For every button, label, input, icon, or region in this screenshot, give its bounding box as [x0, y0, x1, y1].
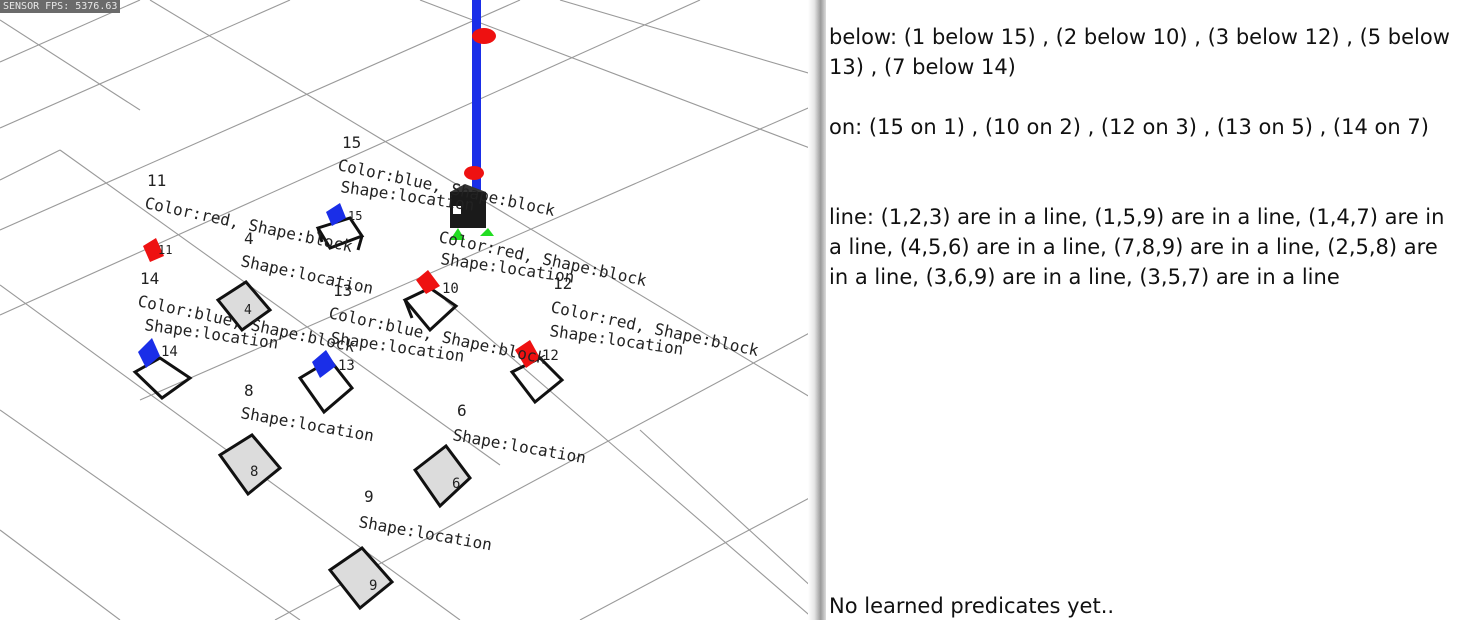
tag-8: 8 — [250, 464, 258, 480]
tag-11: 11 — [158, 243, 172, 257]
tag-10: 10 — [442, 281, 459, 297]
simulation-viewport[interactable]: 15 Color:blue, Shape:block Shape:locatio… — [0, 0, 815, 620]
label-title-4: 4 — [244, 229, 254, 248]
location-frames — [132, 216, 565, 611]
line-predicates: line: (1,2,3) are in a line, (1,5,9) are… — [829, 205, 1445, 289]
label-shape-8: Shape:location — [239, 403, 375, 445]
blocks — [138, 203, 540, 378]
label-shape-6: Shape:location — [451, 425, 587, 467]
tag-14: 14 — [161, 344, 178, 360]
label-title-11: 11 — [147, 171, 166, 190]
robot-arm[interactable] — [450, 0, 496, 240]
label-title-15: 15 — [342, 133, 361, 152]
tag-6: 6 — [452, 476, 460, 492]
learned-predicates-status: No learned predicates yet.. — [829, 594, 1115, 618]
label-title-12: 12 — [553, 274, 572, 293]
label-title-14: 14 — [140, 269, 159, 288]
on-predicates: on: (15 on 1) , (10 on 2) , (12 on 3) , … — [829, 115, 1429, 139]
below-predicates: below: (1 below 15) , (2 below 10) , (3 … — [829, 25, 1450, 79]
label-shape-9: Shape:location — [357, 512, 493, 554]
tag-9: 9 — [369, 578, 377, 594]
label-shape-4: Shape:location — [239, 251, 375, 298]
scene-canvas: 15 Color:blue, Shape:block Shape:locatio… — [0, 0, 815, 620]
tag-12: 12 — [542, 348, 559, 364]
label-title-6: 6 — [457, 401, 467, 420]
label-title-8: 8 — [244, 381, 254, 400]
panel-divider[interactable] — [808, 0, 826, 620]
tag-13: 13 — [338, 358, 355, 374]
label-title-13: 13 — [333, 281, 352, 300]
sensor-fps-readout: SENSOR FPS: 5376.63 — [0, 0, 121, 13]
label-title-9: 9 — [364, 487, 374, 506]
predicates-panel: below: (1 below 15) , (2 below 10) , (3 … — [826, 0, 1464, 620]
tag-15: 15 — [348, 209, 362, 223]
tag-4: 4 — [244, 303, 252, 318]
